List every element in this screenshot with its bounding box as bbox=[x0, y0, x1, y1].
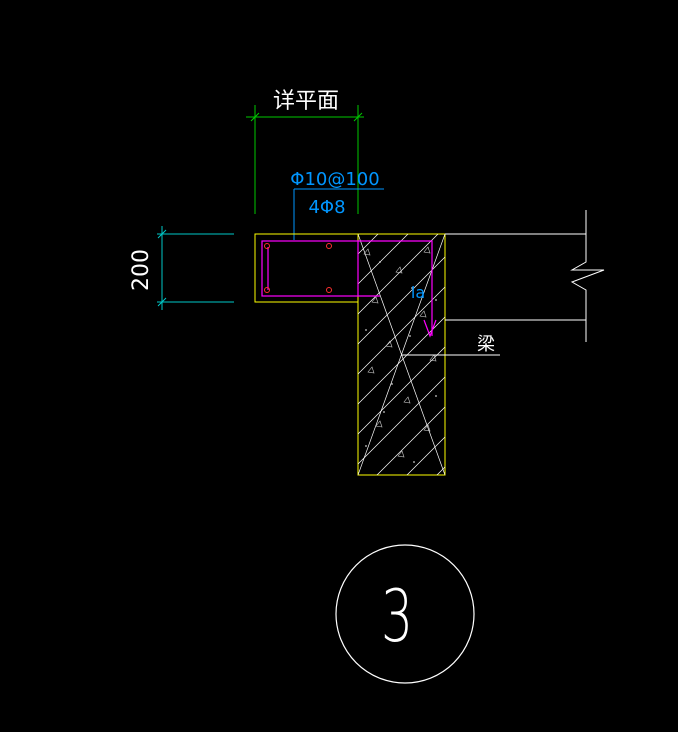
height-dimension bbox=[157, 226, 234, 310]
width-dimension-label: 详平面 bbox=[273, 89, 339, 114]
detail-number-marker: 3 bbox=[335, 544, 475, 684]
longitudinal-bar-label: 4Φ8 bbox=[308, 197, 345, 218]
detail-number-label: 3 bbox=[381, 574, 413, 659]
beam-label: 梁 bbox=[477, 334, 495, 355]
width-dimension bbox=[246, 105, 364, 214]
beam-outline bbox=[445, 210, 605, 342]
edge-slab-outline bbox=[254, 233, 359, 303]
stirrup-spec-label: Φ10@100 bbox=[290, 169, 379, 190]
rebar-annotation-leader bbox=[293, 188, 384, 240]
stirrup-rebar bbox=[261, 240, 437, 338]
anchorage-length-label: la bbox=[411, 283, 425, 302]
longitudinal-bars bbox=[264, 243, 332, 293]
height-dimension-label: 200 bbox=[129, 249, 154, 291]
